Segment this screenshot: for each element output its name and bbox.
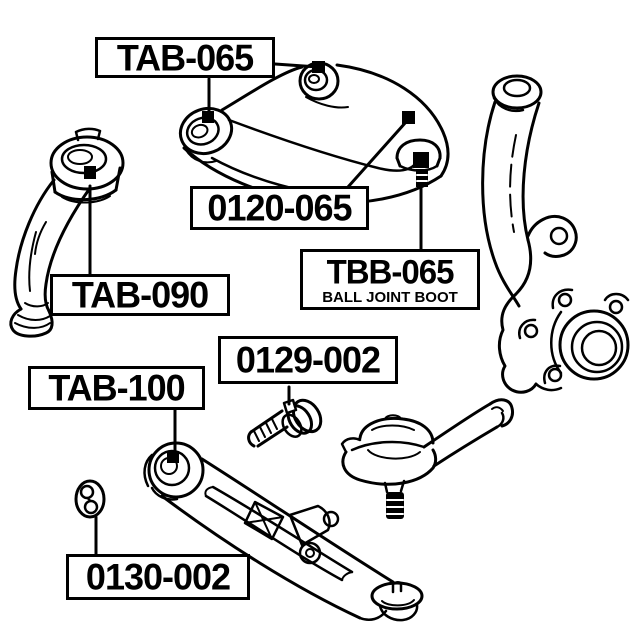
- part-label-tab-100: TAB-100: [28, 366, 205, 410]
- part-number-text: 0130-002: [85, 555, 231, 598]
- part-subtitle-text: BALL JOINT BOOT: [322, 288, 458, 306]
- cam-bolt-art: [247, 398, 323, 448]
- part-label-tab-090: TAB-090: [50, 274, 230, 316]
- part-number-text: TAB-090: [71, 273, 209, 316]
- part-number-text: TAB-100: [48, 366, 185, 409]
- part-number-text: TAB-065: [116, 35, 254, 79]
- part-label-0129-002: 0129-002: [218, 336, 398, 384]
- small-bushing-art: [74, 479, 106, 519]
- part-label-0130-002: 0130-002: [66, 554, 250, 600]
- part-number-text: 0129-002: [235, 338, 381, 381]
- part-label-tbb-065: TBB-065 BALL JOINT BOOT: [300, 249, 480, 310]
- lower-ball-joint-art: [340, 398, 514, 519]
- leader-lines: [84, 61, 423, 557]
- compression-arm-art: [9, 127, 125, 338]
- upper-control-arm-art: [178, 61, 450, 205]
- steering-knuckle-art: [481, 74, 630, 394]
- part-label-tab-065: TAB-065: [95, 37, 275, 78]
- part-label-0120-065: 0120-065: [190, 186, 369, 230]
- part-number-text: TBB-065: [326, 251, 455, 291]
- part-number-text: 0120-065: [207, 186, 352, 229]
- upper-arm-front-bushing-icon: [178, 106, 234, 156]
- upper-ball-joint-icon: [395, 138, 442, 187]
